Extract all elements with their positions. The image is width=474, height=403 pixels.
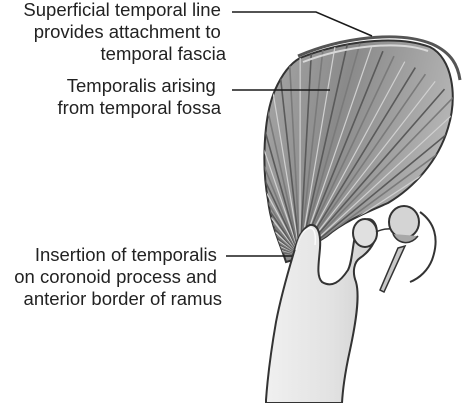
muscle-fiber	[264, 96, 301, 256]
muscle-fiber	[264, 88, 301, 256]
styloid-process	[379, 244, 407, 294]
muscle-fiber	[299, 73, 427, 256]
muscle-fiber	[299, 96, 453, 256]
muscle-fiber	[287, 40, 301, 256]
temporal-bone-edge	[409, 211, 437, 283]
label-temporalis-insertion: Insertion of temporalis on coronoid proc…	[14, 244, 222, 309]
condyle	[352, 218, 378, 248]
muscle-fiber	[264, 50, 301, 256]
articular-eminence	[388, 205, 420, 239]
muscle-fiber	[264, 66, 301, 256]
muscle-fiber	[299, 40, 349, 256]
muscle-fiber	[264, 42, 301, 256]
muscle-fiber	[264, 73, 301, 256]
muscle-fiber	[299, 55, 395, 256]
mandibular-ramus	[265, 218, 378, 403]
muscle-fiber	[299, 43, 361, 256]
muscle-fiber	[299, 67, 416, 256]
muscle-fiber	[299, 50, 384, 256]
muscle-fiber	[299, 61, 406, 256]
leader-lines	[226, 11, 373, 257]
muscle-fiber	[299, 40, 314, 256]
muscle-fiber	[264, 80, 301, 256]
muscle-fiber	[264, 55, 301, 256]
muscle-fiber	[299, 105, 453, 256]
muscle-fiber	[299, 88, 446, 256]
muscle-fiber	[264, 40, 301, 256]
muscle-fiber	[299, 40, 337, 256]
coronoid-process	[295, 227, 317, 251]
label-superficial-temporal-line: Superficial temporal line provides attac…	[23, 0, 226, 64]
muscle-fiber	[299, 46, 373, 256]
muscle-fiber	[264, 46, 301, 256]
muscle-fiber	[299, 114, 453, 256]
superficial-temporal-line	[297, 35, 462, 81]
muscle-fiber	[264, 61, 301, 256]
muscle-fiber	[299, 81, 436, 256]
label-temporalis-origin: Temporalis arising from temporal fossa	[58, 75, 222, 118]
muscle-fiber	[299, 40, 326, 256]
leader-line-superficial-temporal-line	[232, 11, 373, 37]
